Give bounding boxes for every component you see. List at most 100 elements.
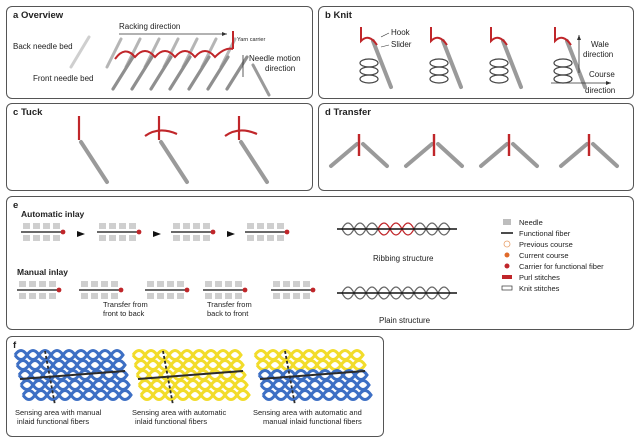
fabric-loop xyxy=(103,379,119,391)
knit-needle xyxy=(501,39,523,89)
inlay-needle xyxy=(19,293,26,299)
fabric-loop xyxy=(115,379,131,391)
inlay-step xyxy=(145,281,190,299)
fabric-loop xyxy=(87,359,103,371)
yarn-carrier-label: Yarn carrier xyxy=(237,37,265,43)
fabric-loop xyxy=(233,379,249,391)
fabric-loop xyxy=(229,359,245,371)
course-label: Course xyxy=(589,70,615,79)
caption-1-line-1: Sensing area with manual xyxy=(15,408,102,417)
legend-swatch xyxy=(501,285,513,291)
inlay-needle xyxy=(109,235,116,241)
fabric-loop xyxy=(337,349,353,361)
legend-item: Knit stitches xyxy=(501,284,560,293)
inlay-needle xyxy=(53,223,60,229)
panel-b-title: b Knit xyxy=(325,10,352,21)
fabric-loop xyxy=(289,349,305,361)
fabric-loop xyxy=(25,349,41,361)
inlay-carrier xyxy=(118,287,124,293)
panel-a-title: a Overview xyxy=(13,10,64,21)
fabric-loop xyxy=(69,389,85,401)
tuck-needle xyxy=(239,140,269,184)
inlay-needle xyxy=(215,293,222,299)
tuck-loop xyxy=(224,129,258,137)
legend-label: Functional fiber xyxy=(519,229,571,238)
fabric-loop xyxy=(295,379,311,391)
fabric-loop xyxy=(93,389,109,401)
inlay-needle xyxy=(303,293,310,299)
transfer-illustration xyxy=(329,134,619,168)
caption-2-line-1: Sensing area with automatic xyxy=(132,408,226,417)
fabric-loop xyxy=(273,389,289,401)
fabric-loop xyxy=(339,359,355,371)
legend-label: Purl stitches xyxy=(519,273,560,282)
panel-a-overview: a Overview Racking direction Yarn carrie… xyxy=(6,6,313,99)
legend-swatch xyxy=(504,252,510,258)
inlay-needle xyxy=(273,293,280,299)
transfer-back-front-l1: Transfer from xyxy=(207,300,252,309)
fabric-loop xyxy=(199,389,215,401)
fabric-loop xyxy=(255,359,271,371)
knit-loop xyxy=(359,66,379,76)
fabric-loop xyxy=(149,379,165,391)
fabric-loop xyxy=(185,379,201,391)
fabric-loop xyxy=(261,389,277,401)
inlay-needle xyxy=(119,223,126,229)
legend-label: Current course xyxy=(519,251,569,260)
fabric-loop xyxy=(221,379,237,391)
inlay-needle xyxy=(109,223,116,229)
front-needle xyxy=(168,55,192,91)
fabric-loop xyxy=(97,349,113,361)
inlay-needle xyxy=(101,281,108,287)
fabric-loop xyxy=(81,389,97,401)
inlay-needle xyxy=(215,281,222,287)
fabric-fiber xyxy=(162,350,174,406)
ribbing-structure-label: Ribbing structure xyxy=(373,254,434,263)
inlay-needle xyxy=(81,293,88,299)
fabric-loop xyxy=(209,379,225,391)
inlay-step xyxy=(245,223,290,241)
transfer-needle-right xyxy=(436,142,464,168)
fabric-loop xyxy=(31,379,47,391)
fabric-fiber xyxy=(19,370,126,380)
fabric-loop xyxy=(167,349,183,361)
fabric-mixed xyxy=(253,349,373,406)
knit-step xyxy=(489,27,523,89)
inlay-needle xyxy=(91,293,98,299)
inlay-needle xyxy=(203,235,210,241)
fabric-loop xyxy=(253,349,269,361)
front-needle xyxy=(206,55,230,91)
automatic-inlay-label: Automatic inlay xyxy=(21,209,85,219)
inlay-step xyxy=(79,281,124,299)
knit-loop xyxy=(429,74,449,84)
fabric-loop xyxy=(203,349,219,361)
fabric-loop xyxy=(57,389,73,401)
fabric-loop xyxy=(67,379,83,391)
fabric-loop xyxy=(175,389,191,401)
fabric-loop xyxy=(179,349,195,361)
inlay-needle xyxy=(167,281,174,287)
fabric-loop xyxy=(227,349,243,361)
fabric-loop xyxy=(51,359,67,371)
fabric-loop xyxy=(33,389,49,401)
step-arrow xyxy=(153,231,161,237)
transfer-needle-right xyxy=(511,142,539,168)
inlay-needle xyxy=(225,281,232,287)
knit-loop xyxy=(359,58,379,68)
fabric-loop xyxy=(169,359,185,371)
fabric-loop xyxy=(223,389,239,401)
front-needle xyxy=(225,55,249,91)
inlay-needle xyxy=(43,235,50,241)
inlay-needle xyxy=(267,223,274,229)
inlay-illustration: Automatic inlay Manual inlay Transfer fr… xyxy=(17,209,604,325)
inlay-needle xyxy=(235,293,242,299)
fabric-loop xyxy=(325,349,341,361)
fabric-loop xyxy=(321,389,337,401)
fabric-loop xyxy=(307,379,323,391)
needle-motion-direction-label: direction xyxy=(265,64,295,73)
inlay-needle xyxy=(99,235,106,241)
inlay-needle xyxy=(167,293,174,299)
inlay-needle xyxy=(193,223,200,229)
ribbing-structure xyxy=(337,222,457,236)
inlay-step xyxy=(271,281,316,299)
